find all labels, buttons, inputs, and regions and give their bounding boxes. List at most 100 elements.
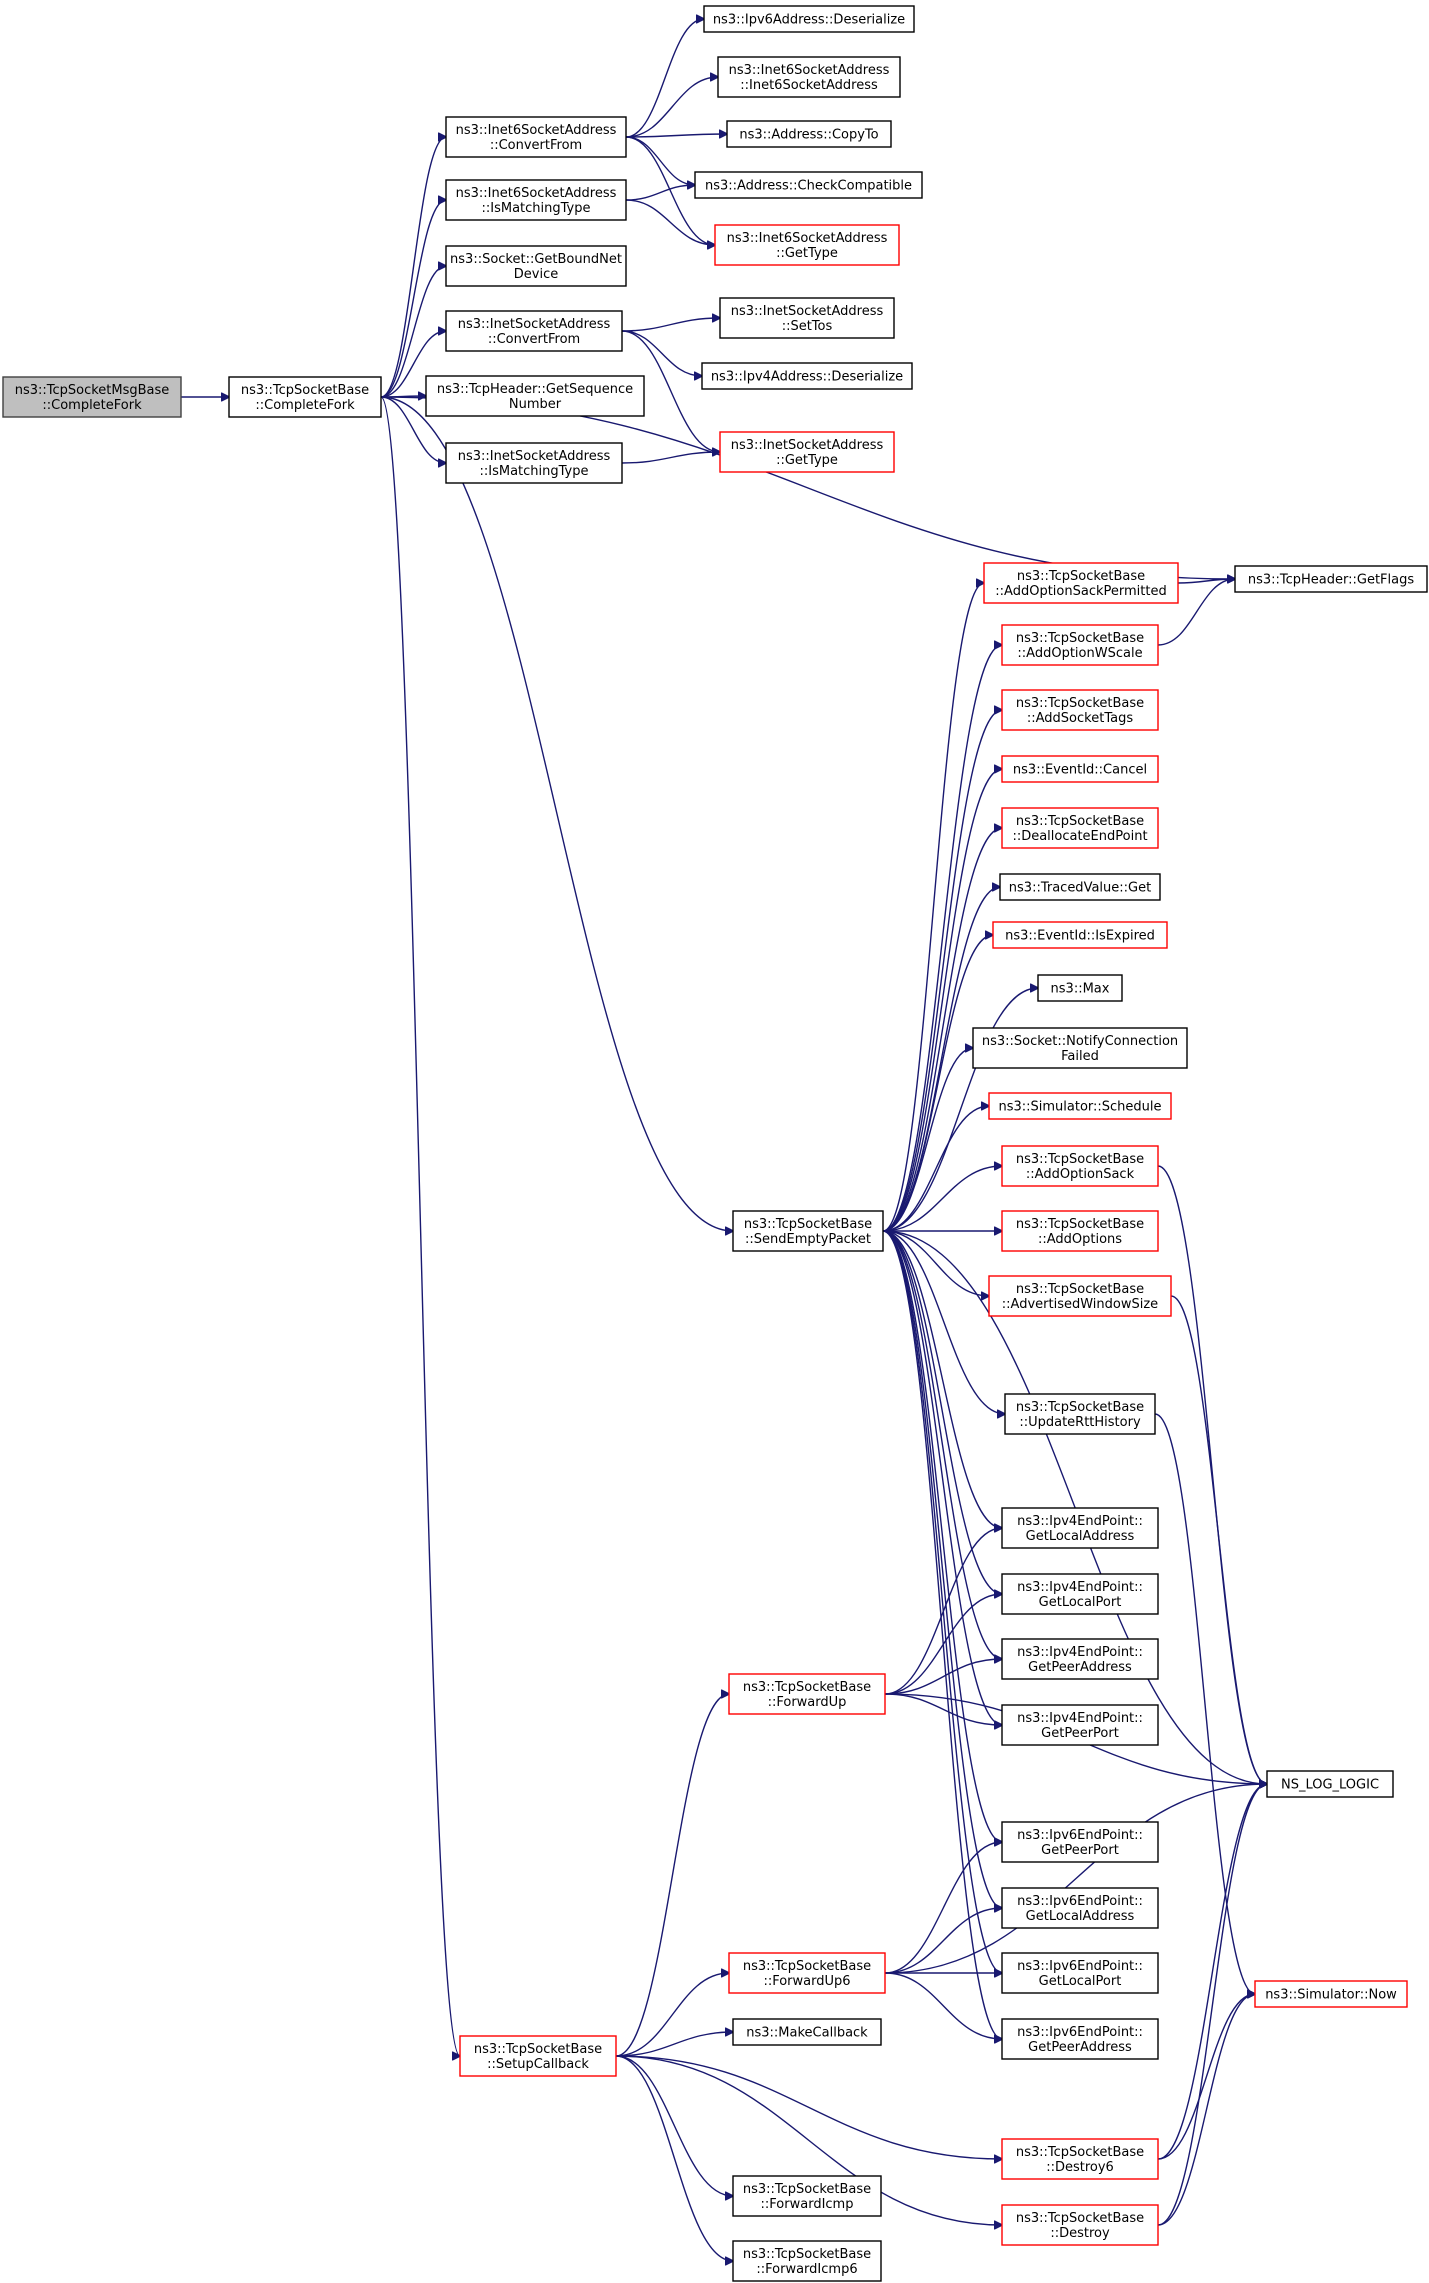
node-box[interactable]: [1001, 807, 1159, 849]
node-thgf[interactable]: ns3::TcpHeader::GetFlags: [1234, 565, 1428, 593]
node-box[interactable]: [703, 5, 915, 33]
node-box[interactable]: [992, 921, 1168, 949]
node-box[interactable]: [1001, 624, 1159, 666]
node-box[interactable]: [445, 310, 623, 352]
node-box[interactable]: [719, 297, 895, 339]
node-dep[interactable]: ns3::TcpSocketBase::DeallocateEndPoint: [1001, 807, 1159, 849]
node-box[interactable]: [714, 224, 900, 266]
node-box[interactable]: [732, 2018, 882, 2046]
node-aos[interactable]: ns3::TcpSocketBase::AddOptionSack: [1001, 1145, 1159, 1187]
node-i6mt[interactable]: ns3::Inet6SocketAddress::IsMatchingType: [445, 179, 627, 221]
node-box[interactable]: [445, 179, 627, 221]
node-box[interactable]: [999, 873, 1161, 901]
node-ip4d[interactable]: ns3::Ipv4Address::Deserialize: [701, 362, 913, 390]
node-box[interactable]: [1234, 565, 1428, 593]
node-box[interactable]: [1254, 1980, 1408, 2008]
node-box[interactable]: [1001, 1507, 1159, 1549]
node-box[interactable]: [972, 1027, 1188, 1069]
node-box[interactable]: [445, 442, 623, 484]
node-box[interactable]: [445, 245, 627, 287]
node-fup[interactable]: ns3::TcpSocketBase::ForwardUp: [728, 1673, 886, 1715]
node-box[interactable]: [701, 362, 913, 390]
node-acc[interactable]: ns3::Address::CheckCompatible: [694, 171, 923, 199]
node-box[interactable]: [1001, 689, 1159, 731]
node-fic6[interactable]: ns3::TcpSocketBase::ForwardIcmp6: [732, 2240, 882, 2282]
node-isettos[interactable]: ns3::InetSocketAddress::SetTos: [719, 297, 895, 339]
node-aws[interactable]: ns3::TcpSocketBase::AdvertisedWindowSize: [988, 1275, 1172, 1317]
node-e4gla[interactable]: ns3::Ipv4EndPoint::GetLocalAddress: [1001, 1507, 1159, 1549]
node-box[interactable]: [1001, 1145, 1159, 1187]
node-mcb[interactable]: ns3::MakeCallback: [732, 2018, 882, 2046]
node-max[interactable]: ns3::Max: [1037, 974, 1123, 1002]
node-box[interactable]: [445, 116, 627, 158]
node-box[interactable]: [1266, 1770, 1394, 1798]
node-box[interactable]: [1001, 1638, 1159, 1680]
node-sep[interactable]: ns3::TcpSocketBase::SendEmptyPacket: [732, 1210, 884, 1252]
node-box[interactable]: [988, 1092, 1172, 1120]
node-tvget[interactable]: ns3::TracedValue::Get: [999, 873, 1161, 901]
node-i6gt[interactable]: ns3::Inet6SocketAddress::GetType: [714, 224, 900, 266]
node-igt[interactable]: ns3::InetSocketAddress::GetType: [719, 431, 895, 473]
node-box[interactable]: [425, 375, 645, 417]
node-box[interactable]: [732, 1210, 884, 1252]
node-snow[interactable]: ns3::Simulator::Now: [1254, 1980, 1408, 2008]
node-eexp[interactable]: ns3::EventId::IsExpired: [992, 921, 1168, 949]
node-e6glp[interactable]: ns3::Ipv6EndPoint::GetLocalPort: [1001, 1952, 1159, 1994]
node-box[interactable]: [694, 171, 923, 199]
node-box[interactable]: [1004, 1393, 1156, 1435]
node-cf[interactable]: ns3::TcpSocketBase::CompleteFork: [228, 376, 382, 418]
node-box[interactable]: [1001, 2138, 1159, 2180]
node-ecancel[interactable]: ns3::EventId::Cancel: [1001, 755, 1159, 783]
node-i6cf[interactable]: ns3::Inet6SocketAddress::ConvertFrom: [445, 116, 627, 158]
node-box[interactable]: [1001, 2204, 1159, 2246]
node-fic[interactable]: ns3::TcpSocketBase::ForwardIcmp: [732, 2175, 882, 2217]
node-urh[interactable]: ns3::TcpSocketBase::UpdateRttHistory: [1004, 1393, 1156, 1435]
node-imt[interactable]: ns3::InetSocketAddress::IsMatchingType: [445, 442, 623, 484]
node-box[interactable]: [1001, 1573, 1159, 1615]
node-box[interactable]: [1001, 1821, 1159, 1863]
node-nll[interactable]: NS_LOG_LOGIC: [1266, 1770, 1394, 1798]
node-aosp[interactable]: ns3::TcpSocketBase::AddOptionSackPermitt…: [983, 562, 1179, 604]
node-box[interactable]: [1001, 2018, 1159, 2060]
node-acopy[interactable]: ns3::Address::CopyTo: [726, 120, 892, 148]
node-d[interactable]: ns3::TcpSocketBase::Destroy: [1001, 2204, 1159, 2246]
node-box[interactable]: [983, 562, 1179, 604]
node-scb[interactable]: ns3::TcpSocketBase::SetupCallback: [459, 2035, 617, 2077]
node-ip6d[interactable]: ns3::Ipv6Address::Deserialize: [703, 5, 915, 33]
node-aows[interactable]: ns3::TcpSocketBase::AddOptionWScale: [1001, 624, 1159, 666]
node-box[interactable]: [717, 56, 901, 98]
node-box[interactable]: [719, 431, 895, 473]
node-box[interactable]: [726, 120, 892, 148]
node-i6ctor[interactable]: ns3::Inet6SocketAddress::Inet6SocketAddr…: [717, 56, 901, 98]
node-icf[interactable]: ns3::InetSocketAddress::ConvertFrom: [445, 310, 623, 352]
node-e6gpp[interactable]: ns3::Ipv6EndPoint::GetPeerPort: [1001, 1821, 1159, 1863]
node-e6gpa[interactable]: ns3::Ipv6EndPoint::GetPeerAddress: [1001, 2018, 1159, 2060]
node-e4glp[interactable]: ns3::Ipv4EndPoint::GetLocalPort: [1001, 1573, 1159, 1615]
node-box[interactable]: [732, 2240, 882, 2282]
node-box[interactable]: [459, 2035, 617, 2077]
node-box[interactable]: [732, 2175, 882, 2217]
node-ssched[interactable]: ns3::Simulator::Schedule: [988, 1092, 1172, 1120]
node-e4gpa[interactable]: ns3::Ipv4EndPoint::GetPeerAddress: [1001, 1638, 1159, 1680]
node-box[interactable]: [728, 1952, 886, 1994]
node-e6gla[interactable]: ns3::Ipv6EndPoint::GetLocalAddress: [1001, 1887, 1159, 1929]
node-box[interactable]: [728, 1673, 886, 1715]
node-e4gpp[interactable]: ns3::Ipv4EndPoint::GetPeerPort: [1001, 1704, 1159, 1746]
node-box[interactable]: [1001, 755, 1159, 783]
node-box[interactable]: [1037, 974, 1123, 1002]
node-box[interactable]: [1001, 1704, 1159, 1746]
node-box[interactable]: [1001, 1210, 1159, 1252]
node-root[interactable]: ns3::TcpSocketMsgBase::CompleteFork: [2, 376, 182, 418]
node-box[interactable]: [2, 376, 182, 418]
node-box[interactable]: [1001, 1952, 1159, 1994]
node-box[interactable]: [988, 1275, 1172, 1317]
node-box[interactable]: [1001, 1887, 1159, 1929]
node-aopts[interactable]: ns3::TcpSocketBase::AddOptions: [1001, 1210, 1159, 1252]
node-box[interactable]: [228, 376, 382, 418]
node-fup6[interactable]: ns3::TcpSocketBase::ForwardUp6: [728, 1952, 886, 1994]
node-ast[interactable]: ns3::TcpSocketBase::AddSocketTags: [1001, 689, 1159, 731]
node-d6[interactable]: ns3::TcpSocketBase::Destroy6: [1001, 2138, 1159, 2180]
